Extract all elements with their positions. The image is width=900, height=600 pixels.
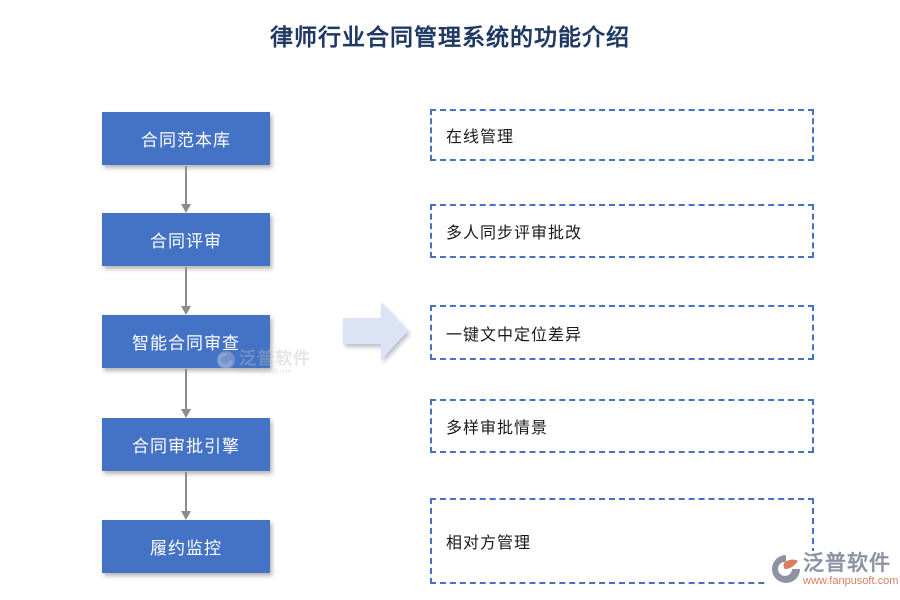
watermark-logo-icon <box>217 351 235 369</box>
flow-step-label: 合同范本库 <box>141 131 231 150</box>
watermark-brand: 泛普软件 <box>239 349 311 368</box>
down-arrow-connector <box>181 267 191 315</box>
flow-step-smart-contract-check: 智能合同审查 <box>102 315 270 368</box>
watermark-url: www.fanpusoft.com <box>239 369 292 375</box>
feature-label: 多人同步评审批改 <box>446 225 583 242</box>
feature-box-online-management: 在线管理 <box>430 109 814 161</box>
feature-label: 相对方管理 <box>446 535 532 552</box>
brand-logo-icon <box>772 555 800 583</box>
flow-step-label: 合同审批引擎 <box>132 437 240 456</box>
feature-box-multi-user-review: 多人同步评审批改 <box>430 204 814 258</box>
flow-step-label: 合同评审 <box>150 232 222 251</box>
feature-label: 在线管理 <box>446 129 515 146</box>
flow-step-label: 履约监控 <box>150 539 222 558</box>
feature-label: 一键文中定位差异 <box>446 326 583 344</box>
watermark: 泛普软件 www.fanpusoft.com <box>216 350 311 375</box>
right-block-arrow-icon <box>343 302 408 360</box>
page-title: 律师行业合同管理系统的功能介绍 <box>270 25 630 50</box>
flow-step-contract-template-library: 合同范本库 <box>102 112 270 165</box>
feature-box-one-click-diff: 一键文中定位差异 <box>430 305 814 360</box>
brand-name: 泛普软件 <box>803 552 891 575</box>
brand-logo: 泛普软件 www.fanpusoft.com <box>768 551 900 590</box>
flow-step-label: 智能合同审查 <box>132 334 240 353</box>
flow-step-performance-monitoring: 履约监控 <box>102 520 270 573</box>
feature-box-approval-scenarios: 多样审批情景 <box>430 399 814 453</box>
down-arrow-connector <box>181 472 191 520</box>
feature-box-counterparty-management: 相对方管理 <box>430 498 814 584</box>
brand-url: www.fanpusoft.com <box>803 575 899 588</box>
down-arrow-connector <box>181 369 191 418</box>
flow-step-contract-review: 合同评审 <box>102 213 270 266</box>
feature-label: 多样审批情景 <box>446 420 549 437</box>
flow-step-approval-engine: 合同审批引擎 <box>102 418 270 471</box>
down-arrow-connector <box>181 166 191 213</box>
